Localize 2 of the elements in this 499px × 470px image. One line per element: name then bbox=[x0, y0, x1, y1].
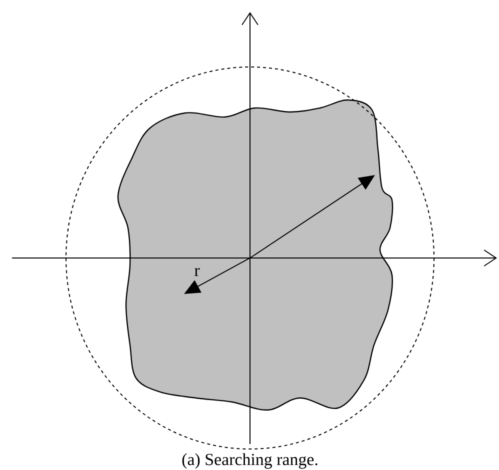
caption: (a) Searching range. bbox=[182, 453, 318, 469]
radius-label: r bbox=[194, 268, 200, 276]
